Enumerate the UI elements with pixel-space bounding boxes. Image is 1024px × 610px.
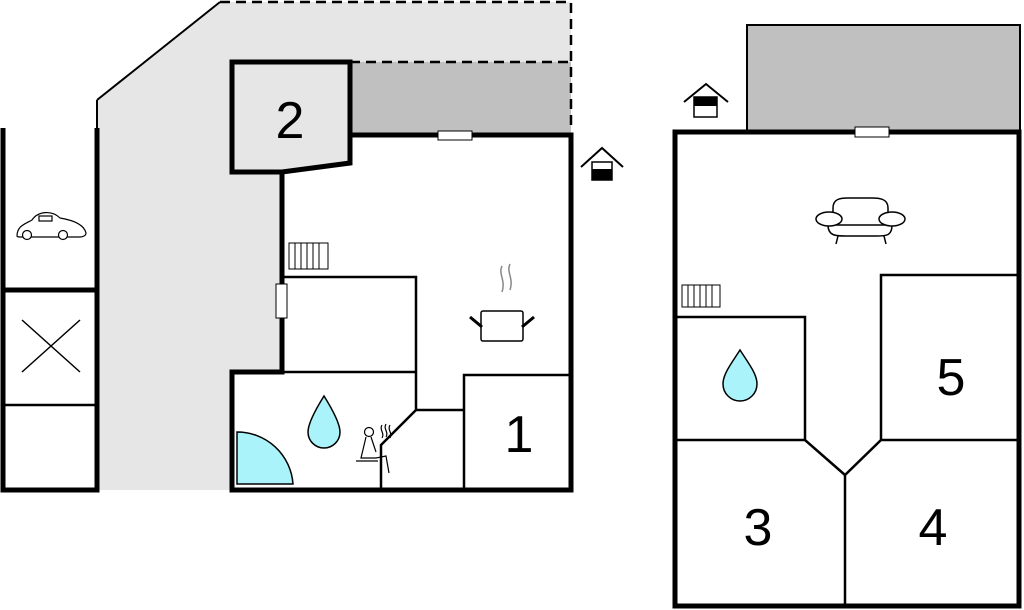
dashed-boundary <box>220 0 573 130</box>
interior-walls <box>282 275 571 490</box>
radiator-icon <box>681 284 721 308</box>
room-2-label: 2 <box>276 92 305 150</box>
parking-area <box>0 128 100 493</box>
room-4-label: 4 <box>919 499 948 557</box>
water-drop-icon <box>307 394 341 449</box>
exterior-wall <box>672 129 1022 609</box>
interior-walls <box>677 273 1018 606</box>
room-5-label: 5 <box>937 349 966 407</box>
terrace-dark <box>350 62 571 135</box>
upper-floor-plan: 3 4 5 <box>672 24 1022 609</box>
window-icon <box>275 283 288 319</box>
window-icon <box>437 130 473 141</box>
room-1-label: 1 <box>505 406 534 464</box>
outdoor-edge <box>96 1 221 101</box>
sauna-icon <box>356 423 392 474</box>
radiator-icon <box>288 242 329 270</box>
car-icon <box>16 212 87 241</box>
entrance-house-icon <box>683 82 729 118</box>
shower-icon <box>236 431 294 485</box>
terrace-dark <box>746 24 1021 132</box>
entrance-house-icon <box>580 146 624 181</box>
water-drop-icon <box>722 348 758 402</box>
sofa-icon <box>815 197 906 245</box>
main-building-floor <box>232 135 571 490</box>
cooking-pot-icon <box>469 263 535 342</box>
room-2 <box>229 59 353 175</box>
window-icon <box>854 126 890 138</box>
ground-floor-plan: 2 1 <box>0 0 624 493</box>
cross-icon <box>21 319 81 373</box>
room-3-label: 3 <box>744 499 773 557</box>
